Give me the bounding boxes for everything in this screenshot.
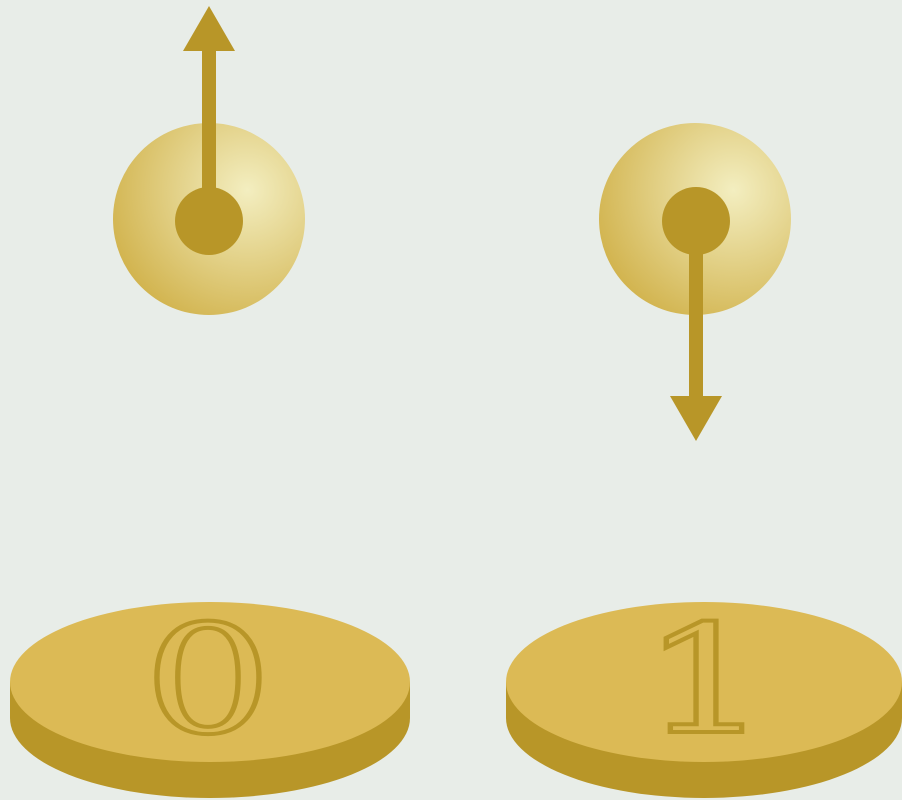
coin-label: 0 xyxy=(144,594,273,768)
particle-core xyxy=(662,187,730,255)
particle-core xyxy=(175,187,243,255)
coin-one: 1 xyxy=(506,594,902,798)
coin-label: 1 xyxy=(642,594,771,768)
coin-zero: 0 xyxy=(10,594,410,798)
spin-up-arrow-icon xyxy=(183,6,235,51)
spin-down-particle xyxy=(599,123,791,441)
spin-down-arrow-icon xyxy=(670,396,722,441)
spin-up-particle xyxy=(113,6,305,315)
